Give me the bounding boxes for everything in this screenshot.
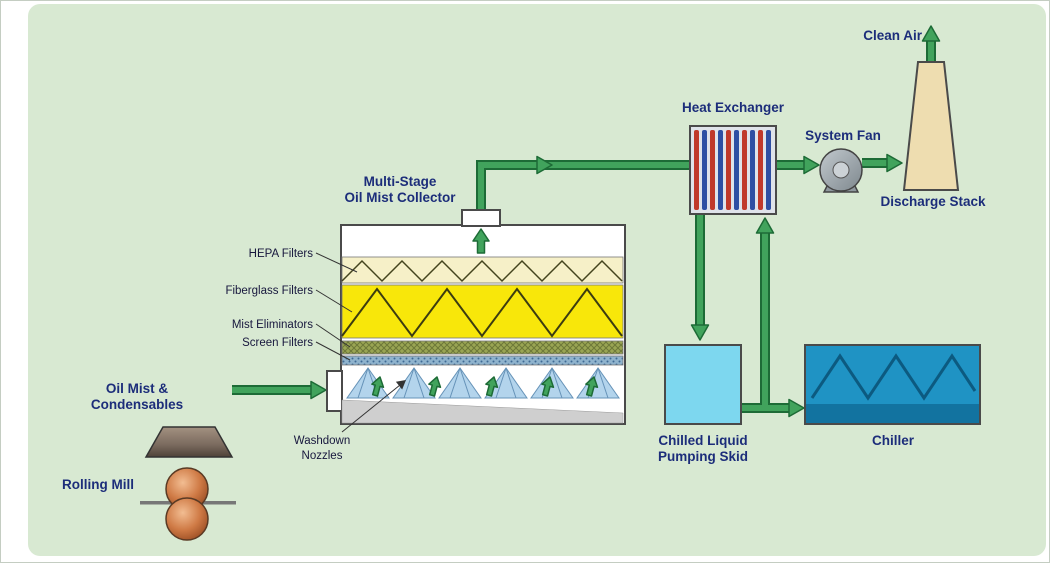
label-heat-exchanger: Heat Exchanger bbox=[682, 100, 785, 115]
pipe-clean-air bbox=[921, 25, 941, 63]
pipe-heat-exchanger-to-skid bbox=[690, 214, 710, 341]
washdown-upflow-arrows bbox=[371, 376, 599, 397]
outlet-up-arrow bbox=[472, 228, 490, 254]
collector-outlet bbox=[461, 209, 501, 227]
pipe-heat-exchanger-to-fan bbox=[776, 155, 820, 175]
leader-lines bbox=[315, 252, 406, 433]
chiller bbox=[804, 344, 981, 425]
label-rolling-mill: Rolling Mill bbox=[62, 477, 134, 492]
heat-exchanger bbox=[689, 125, 777, 215]
label-washdown-line2: Nozzles bbox=[302, 450, 343, 462]
label-collector-line1: Multi-Stage bbox=[364, 174, 437, 189]
system-fan bbox=[819, 148, 863, 193]
label-system-fan: System Fan bbox=[805, 128, 881, 143]
hepa-filter-layer bbox=[341, 256, 624, 284]
heat-exchanger-coils bbox=[694, 130, 771, 210]
label-screen-filters: Screen Filters bbox=[242, 337, 313, 349]
discharge-stack bbox=[902, 61, 960, 191]
pumping-skid bbox=[664, 344, 742, 425]
label-hepa-filters: HEPA Filters bbox=[249, 248, 314, 260]
label-oil-mist-line2: Condensables bbox=[91, 397, 183, 412]
intake-hood bbox=[144, 426, 234, 458]
label-skid-line1: Chilled Liquid bbox=[658, 433, 747, 448]
label-discharge-stack: Discharge Stack bbox=[880, 194, 986, 209]
collector-inlet bbox=[326, 370, 343, 412]
pipe-skid-chiller-loop bbox=[738, 217, 805, 418]
mist-eliminator-layer bbox=[341, 340, 624, 355]
screen-filter-layer bbox=[341, 355, 624, 366]
label-washdown-line1: Washdown bbox=[294, 435, 350, 447]
washdown-leader-arrowhead bbox=[395, 380, 406, 390]
label-skid-line2: Pumping Skid bbox=[658, 449, 748, 464]
label-mist-eliminators: Mist Eliminators bbox=[232, 319, 313, 331]
rolling-mill bbox=[140, 467, 236, 541]
collector-sump-floor bbox=[341, 399, 624, 424]
pipe-fan-to-stack bbox=[862, 153, 903, 173]
label-clean-air: Clean Air bbox=[863, 28, 923, 43]
oil-mist-collector bbox=[326, 209, 626, 425]
fiberglass-filter-layer bbox=[341, 284, 624, 339]
pipe-collector-to-heat-exchanger bbox=[476, 155, 692, 211]
rolling-mill-roller-bottom bbox=[165, 497, 209, 541]
label-fiberglass-filters: Fiberglass Filters bbox=[225, 285, 313, 297]
label-oil-mist-line1: Oil Mist & bbox=[106, 381, 169, 396]
chiller-coil-pattern bbox=[810, 353, 977, 401]
pipe-hood-to-collector bbox=[232, 380, 327, 400]
label-chiller: Chiller bbox=[872, 433, 915, 448]
chiller-base-band bbox=[806, 404, 979, 423]
label-collector-line2: Oil Mist Collector bbox=[344, 190, 456, 205]
